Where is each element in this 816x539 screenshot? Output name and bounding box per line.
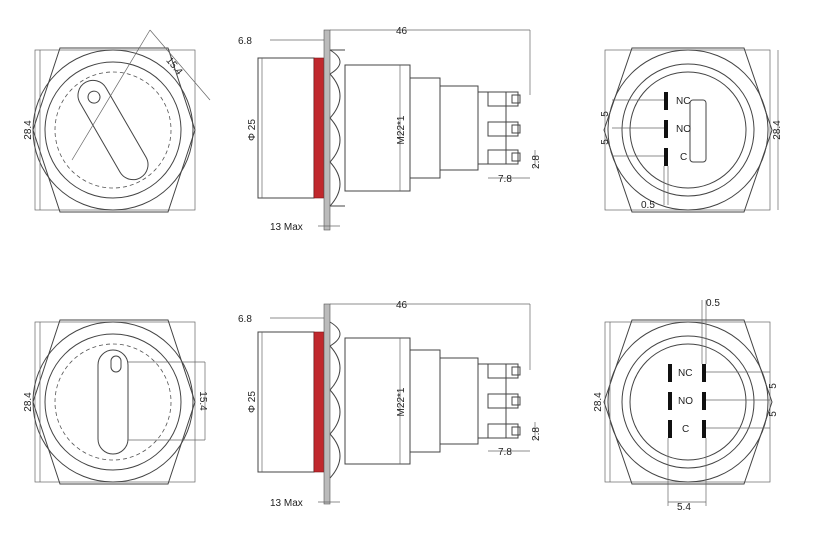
panel xyxy=(323,29,331,231)
panel-dim: 13 Max xyxy=(270,222,303,233)
front-view-bottom: 28.4 15.4 xyxy=(23,319,208,485)
label-no: NO xyxy=(676,124,691,135)
pin-c-left xyxy=(668,420,672,438)
pin-nc-left xyxy=(668,364,672,382)
lever-dim: 15.4 xyxy=(163,55,184,77)
pin-c-right xyxy=(702,420,706,438)
rotary-lever xyxy=(77,79,149,181)
terminal-2 xyxy=(487,393,519,409)
terminal-1 xyxy=(487,91,519,107)
bezel-dim: 6.8 xyxy=(238,36,252,47)
term-length-dim: 7.8 xyxy=(498,174,512,185)
height-dim: 28.4 xyxy=(772,120,783,140)
panel-dim: 13 Max xyxy=(270,498,303,509)
label-nc: NC xyxy=(676,96,690,107)
pin-no-right xyxy=(702,392,706,410)
rear-view-bottom: NC NO C 0.5 5 5 5.4 28.4 xyxy=(593,298,779,513)
overall-dim: 46 xyxy=(396,300,408,311)
housing-step xyxy=(409,77,441,179)
terminal-3 xyxy=(487,149,519,165)
inner-dashed-ring xyxy=(54,71,172,189)
pitch-b: 5 xyxy=(600,139,611,145)
term-length-dim: 7.8 xyxy=(498,447,512,458)
rotary-lever xyxy=(97,349,129,455)
outer-ring xyxy=(32,49,194,211)
side-view-top: 6.8 46 Φ 25 M22*1 2.8 7.8 13 Max xyxy=(238,26,542,233)
label-no: NO xyxy=(678,396,693,407)
term-width-dim: 2.8 xyxy=(531,427,542,441)
label-c: C xyxy=(680,152,687,163)
term-width-dim: 2.8 xyxy=(531,155,542,169)
pin-width-dim: 0.5 xyxy=(706,298,720,309)
pin-no xyxy=(664,120,668,138)
thread-dim: M22*1 xyxy=(396,387,407,416)
bezel-dim: 6.8 xyxy=(238,314,252,325)
nut-profile xyxy=(329,321,341,479)
terminal-3 xyxy=(487,423,519,439)
pin-nc-right xyxy=(702,364,706,382)
height-dim: 28.4 xyxy=(593,392,604,412)
width-dim: 28.4 xyxy=(23,120,34,140)
terminal-1 xyxy=(487,363,519,379)
front-view-top: 28.4 15.4 xyxy=(23,29,211,213)
bezel-body xyxy=(257,57,315,199)
diameter-dim: Φ 25 xyxy=(247,391,258,413)
bezel-ring xyxy=(44,61,182,199)
diameter-dim: Φ 25 xyxy=(247,119,258,141)
hex-nut xyxy=(603,319,773,485)
contact-block xyxy=(689,99,707,163)
lever-dim: 15.4 xyxy=(197,391,208,411)
pitch-a: 5 xyxy=(768,383,779,389)
span-dim: 5.4 xyxy=(677,502,691,513)
thread-dim: M22*1 xyxy=(396,115,407,144)
lever-dim-line xyxy=(71,29,151,161)
pin-no-left xyxy=(668,392,672,410)
width-dim: 28.4 xyxy=(23,392,34,412)
pin-nc xyxy=(664,92,668,110)
pin-c xyxy=(664,148,668,166)
overall-dim: 46 xyxy=(396,26,408,37)
gasket xyxy=(313,331,325,473)
pin-width-dim: 0.5 xyxy=(641,200,655,211)
panel xyxy=(323,303,331,505)
pitch-b: 5 xyxy=(768,411,779,417)
gasket xyxy=(313,57,325,199)
label-nc: NC xyxy=(678,368,692,379)
hex-nut xyxy=(603,47,773,213)
label-c: C xyxy=(682,424,689,435)
rear-view-top: NC NO C 5 5 0.5 28.4 xyxy=(600,47,783,213)
pitch-a: 5 xyxy=(600,111,611,117)
side-view-bottom: 6.8 46 Φ 25 M22*1 2.8 7.8 13 Max xyxy=(238,300,542,509)
terminal-2 xyxy=(487,121,519,137)
nut-profile xyxy=(329,49,341,207)
